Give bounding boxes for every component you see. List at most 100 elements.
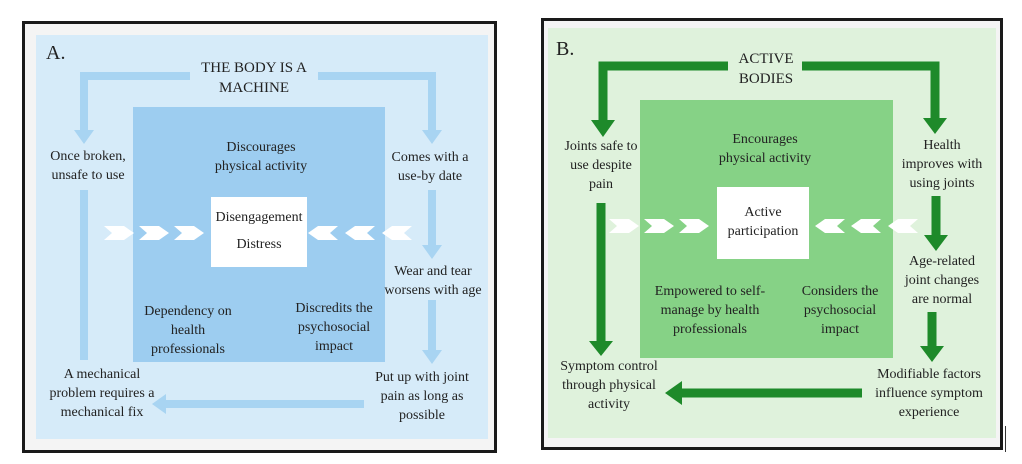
- panel-a-head-right-top: [422, 130, 442, 144]
- panel-a-right-mid-line1: Wear and tear: [394, 264, 472, 279]
- panel-a-chevron-left-3: [174, 226, 204, 240]
- panel-b-head-left-top: [591, 120, 615, 137]
- panel-a-inner-right-line3: impact: [314, 338, 354, 354]
- panel-a-right-top-label: Comes with a use-by date: [380, 149, 480, 187]
- panel-b-arrow-left-top: [598, 61, 728, 122]
- panel-b-inward-arrows: [609, 219, 918, 233]
- panel-b-left-top-label: Joints safe to use despite pain: [552, 138, 650, 195]
- panel-b-bottom-left-line2: through physical: [562, 377, 656, 393]
- panel-b-right-top-line1: Health: [923, 138, 961, 153]
- panel-a-center-label: Discourages physical activity: [186, 139, 336, 177]
- panel-b-right-top-label: Health improves with using joints: [892, 137, 992, 194]
- panel-a-arrow-right-top: [318, 72, 436, 131]
- panel-b-bottom-left-line1: Symptom control: [560, 359, 658, 374]
- panel-a-inner-right-label: Discredits the psychosocial impact: [286, 300, 382, 357]
- panel-a-box-line1: Disengagement: [215, 210, 303, 226]
- panel-a-chevron-right-2: [345, 226, 375, 240]
- panel-a-center-line1: Discourages: [226, 140, 296, 155]
- panel-b-left-top-line1: Joints safe to: [564, 139, 638, 154]
- panel-b-chevron-left-3: [679, 219, 709, 233]
- panel-b-chevron-left-2: [644, 219, 674, 233]
- panel-a-inner-left-line1: Dependency on: [144, 304, 232, 319]
- panel-a-bottom-left-line1: A mechanical: [63, 367, 141, 382]
- panel-a-bottom-left-line2: problem requires a: [49, 385, 155, 401]
- panel-b-inner-left-line3: professionals: [673, 321, 747, 337]
- panel-a-arrow-loop: [80, 72, 436, 408]
- panel-a-inner-left-line3: professionals: [151, 341, 225, 357]
- panel-b-title: ACTIVE BODIES: [727, 49, 805, 90]
- panel-b-inner-right-label: Considers the psychosocial impact: [790, 283, 890, 340]
- panel-a-left-top-line2: unsafe to use: [51, 167, 125, 183]
- panel-a-right-mid-label: Wear and tear worsens with age: [378, 263, 488, 301]
- panel-a-bottom-left-label: A mechanical problem requires a mechanic…: [40, 366, 164, 423]
- panel-b-chevron-right-3: [888, 219, 918, 233]
- panel-a-inner-right-line2: psychosocial: [297, 319, 371, 335]
- panel-b-right-top-line3: using joints: [909, 175, 975, 191]
- panel-a-bottom-left-line3: mechanical fix: [60, 404, 144, 420]
- panel-a-head-left-top: [74, 130, 94, 144]
- panel-a-head-bottom: [152, 394, 166, 414]
- panel-b-head-right-low: [920, 346, 944, 362]
- panel-a-center-line2: physical activity: [214, 158, 308, 174]
- panel-a-left-top-label: Once broken, unsafe to use: [40, 148, 136, 186]
- panel-b-chevron-right-1: [815, 219, 845, 233]
- panel-a-bottom-right-line3: possible: [399, 407, 445, 423]
- panel-b-left-top-line3: pain: [588, 176, 614, 192]
- panel-b-head-right-mid: [924, 235, 948, 251]
- panel-a-inner-left-line2: health: [170, 322, 206, 338]
- panel-a-inner-left-label: Dependency on health professionals: [138, 303, 238, 360]
- panel-b-head-bottom: [665, 381, 682, 405]
- panel-b-right-mid-line3: are normal: [911, 291, 973, 307]
- panel-b-head-left-bottom: [589, 341, 613, 356]
- panel-a-head-right-mid: [422, 245, 442, 259]
- panel-b-letter: B.: [556, 38, 575, 60]
- panel-b-bottom-right-line3: experience: [898, 404, 960, 420]
- panel-b-inner-right-line3: impact: [820, 321, 860, 337]
- panel-a-arrow-left-top: [80, 72, 190, 131]
- panel-b-center-line1: Encourages: [732, 132, 798, 147]
- panel-a-left-top-line1: Once broken,: [50, 149, 126, 164]
- panel-a-arrowheads: [74, 130, 442, 414]
- panel-b-core-box: Active participation: [717, 187, 809, 259]
- panel-b-box-line2: participation: [727, 224, 799, 239]
- panel-a-title-line2: MACHINE: [219, 80, 289, 97]
- panel-b-right-top-line2: improves with: [901, 156, 983, 172]
- panel-a-chevron-left-2: [139, 226, 169, 240]
- panel-a-head-right-low: [422, 350, 442, 364]
- panel-a-chevron-right-3: [382, 226, 412, 240]
- panel-a-bottom-right-label: Put up with joint pain as long as possib…: [364, 369, 480, 426]
- panel-b-title-line2: BODIES: [738, 71, 794, 88]
- panel-b-box-line1: Active: [744, 205, 782, 221]
- panel-b-right-mid-label: Age-related joint changes are normal: [892, 253, 992, 310]
- panel-b-chevron-left-1: [609, 219, 639, 233]
- panel-b-bottom-right-line2: influence symptom: [875, 385, 983, 401]
- panel-a-right-top-line2: use-by date: [397, 168, 463, 184]
- panel-a-title-line1: THE BODY IS A: [201, 60, 307, 76]
- panel-b-inner-left-line1: Empowered to self-: [654, 284, 766, 299]
- panel-a-right-mid-line2: worsens with age: [384, 282, 482, 298]
- panel-b-head-right-top: [923, 118, 947, 134]
- panel-a-box-line2: Distress: [236, 237, 282, 252]
- panel-b-arrowheads: [589, 118, 948, 405]
- panel-b-inner-right-line1: Considers the: [801, 284, 879, 299]
- panel-b-bottom-right-label: Modifiable factors influence symptom exp…: [862, 366, 996, 423]
- panel-b-left-top-line2: use despite: [570, 157, 632, 173]
- panel-a-title: THE BODY IS A MACHINE: [184, 58, 324, 99]
- panel-a-inward-arrows: [104, 226, 412, 240]
- panel-a-bottom-right-line2: pain as long as: [380, 388, 464, 404]
- panel-a-chevron-left-1: [104, 226, 134, 240]
- panel-b-right-mid-line2: joint changes: [904, 272, 980, 288]
- panel-b-arrow-loop: [596, 61, 941, 398]
- panel-b-inner-right-line2: psychosocial: [803, 302, 877, 318]
- panel-b-arrow-right-top: [802, 61, 940, 120]
- panel-a-core-box: Disengagement Distress: [211, 197, 307, 267]
- panel-b-right-mid-line1: Age-related: [908, 254, 976, 269]
- panel-b-bottom-left-line3: activity: [588, 396, 630, 412]
- panel-b-title-line1: ACTIVE: [738, 51, 794, 67]
- panel-a-bottom-right-line1: Put up with joint: [375, 370, 469, 385]
- panel-b-bottom-right-line1: Modifiable factors: [877, 367, 981, 382]
- panel-b-inner-left-line2: manage by health: [660, 302, 760, 318]
- panel-b-chevron-right-2: [851, 219, 881, 233]
- panel-b-inner-left-label: Empowered to self- manage by health prof…: [643, 283, 777, 340]
